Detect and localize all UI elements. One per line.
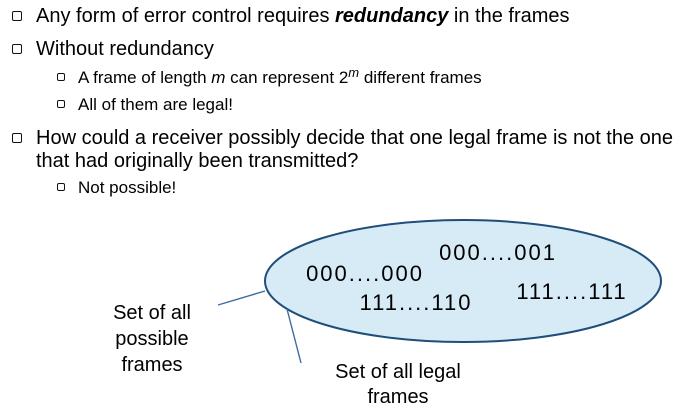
frame-string-111-110: 111....110 <box>359 290 473 315</box>
label-line: possible <box>115 328 189 350</box>
sub-bullet-text: A frame of length m can represent 2m dif… <box>78 65 482 89</box>
sub-bullet-post: different frames <box>359 68 482 87</box>
bullet-square-icon <box>12 11 22 21</box>
label-line: Set of all legal <box>335 361 461 383</box>
bullet-square-icon <box>57 183 65 191</box>
label-line: Set of all <box>113 302 191 324</box>
bullet-text: Any form of error control requires redun… <box>36 5 570 28</box>
bullet-square-icon <box>12 133 22 143</box>
bullet-text-post: in the frames <box>448 5 570 27</box>
sub-bullet-item-not-possible: Not possible! <box>57 178 677 198</box>
sub-bullet-text: Not possible! <box>78 178 177 197</box>
bullet-square-icon <box>57 100 65 108</box>
frame-string-000-000: 000....000 <box>306 261 424 286</box>
superscript-m: m <box>348 65 360 81</box>
bullet-text-pre: Any form of error control requires <box>36 5 335 27</box>
label-set-of-all-legal-frames: Set of all legal frames <box>315 360 481 410</box>
bullet-square-icon <box>12 44 22 54</box>
frame-string-000-001: 000....001 <box>439 240 557 265</box>
label-line: frames <box>121 354 183 376</box>
label-line: frames <box>367 386 429 408</box>
label-set-of-all-possible-frames: Set of all possible frames <box>92 300 212 378</box>
sub-bullet-pre: A frame of length <box>78 68 212 87</box>
variable-m: m <box>211 68 226 87</box>
sub-bullet-text: All of them are legal! <box>78 95 233 114</box>
sub-bullet-item-all-legal: All of them are legal! <box>57 95 677 115</box>
bullet-item-error-control: Any form of error control requires redun… <box>12 5 682 28</box>
bullet-text: Without redundancy <box>36 38 214 60</box>
leader-line-legal-frames <box>286 308 302 364</box>
sub-bullet-item-frame-length: A frame of length m can represent 2m dif… <box>57 65 677 89</box>
frame-string-111-111: 111....111 <box>516 279 628 304</box>
bullet-square-icon <box>57 73 65 81</box>
bullet-text: How could a receiver possibly decide tha… <box>36 127 674 172</box>
redundancy-emphasis: redundancy <box>335 5 449 27</box>
sub-bullet-mid: can represent 2 <box>225 68 349 87</box>
bullet-item-receiver-decide: How could a receiver possibly decide tha… <box>12 127 677 173</box>
bullet-item-without-redundancy: Without redundancy <box>12 38 682 61</box>
set-of-frames-ellipse <box>264 219 662 343</box>
leader-line-possible-frames <box>217 290 266 306</box>
